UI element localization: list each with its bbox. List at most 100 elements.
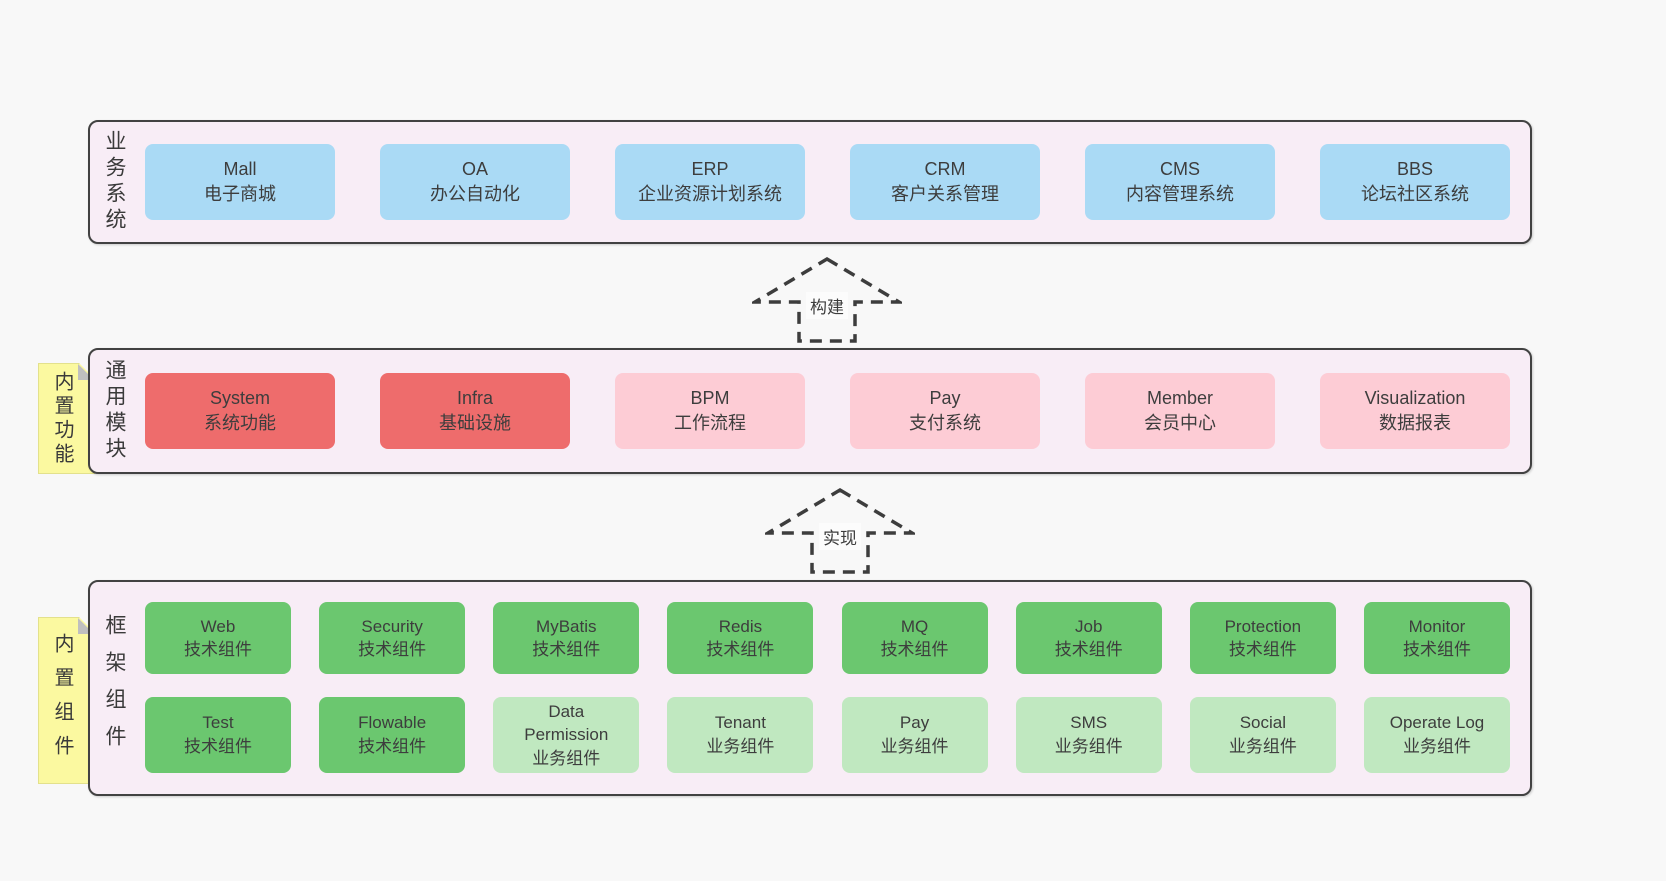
box-title: Security	[361, 616, 423, 636]
box-pay-component: Pay 业务组件	[841, 696, 988, 773]
box-title: Flowable	[358, 713, 427, 733]
box-title: Web	[200, 616, 236, 636]
box-cms: CMS 内容管理系统	[1085, 144, 1275, 220]
box-mybatis: MyBatis 技术组件	[493, 602, 640, 674]
box-subtitle: 技术组件	[706, 640, 775, 659]
box-title: Monitor	[1408, 616, 1466, 636]
box-subtitle: 技术组件	[358, 736, 427, 756]
box-title: SMS	[1070, 713, 1108, 733]
box-subtitle: 技术组件	[1054, 640, 1123, 659]
box-data-permission: Data Permission 业务组件	[493, 696, 640, 773]
box-subtitle: 技术组件	[1402, 640, 1471, 659]
box-title: Job	[1074, 616, 1103, 636]
layer-common-modules: 通用模块 System 系统功能 Infra 基础设施 BPM 工作流程 Pay…	[88, 348, 1532, 474]
layer-side-label: 业务系统	[103, 130, 126, 234]
framework-components-grid: Web 技术组件 Security 技术组件 MyBatis 技术组件 Redi…	[145, 582, 1510, 794]
box-subtitle: 业务组件	[532, 748, 601, 768]
common-modules-row: System 系统功能 Infra 基础设施 BPM 工作流程 Pay 支付系统…	[145, 350, 1510, 472]
box-subtitle: 技术组件	[184, 736, 252, 756]
box-title: Member	[1146, 388, 1213, 409]
box-subtitle: 办公自动化	[430, 184, 520, 204]
box-subtitle: 会员中心	[1144, 413, 1216, 433]
box-subtitle: 技术组件	[880, 640, 949, 659]
box-title: MyBatis	[536, 616, 597, 636]
layer-framework-components: 框架组件 Web 技术组件 Security 技术组件 MyBatis 技术组件…	[88, 580, 1532, 796]
box-subtitle: 业务组件	[1402, 736, 1471, 756]
box-title: Redis	[718, 616, 763, 636]
box-protection: Protection 技术组件	[1189, 602, 1336, 674]
note-text: 内置功能	[51, 370, 73, 467]
note-text: 内置组件	[51, 632, 73, 769]
box-title: OA	[461, 159, 488, 180]
box-oa: OA 办公自动化	[380, 144, 570, 220]
box-title: CMS	[1160, 159, 1200, 180]
business-systems-row: Mall 电子商城 OA 办公自动化 ERP 企业资源计划系统 CRM 客户关系…	[145, 122, 1510, 242]
box-web: Web 技术组件	[145, 602, 291, 674]
sticky-note-builtin-components: 内置组件	[38, 617, 95, 784]
arrow-label: 实现	[819, 523, 861, 550]
box-title: Visualization	[1364, 388, 1466, 409]
box-title: BBS	[1396, 159, 1434, 180]
box-flowable: Flowable 技术组件	[319, 696, 466, 773]
box-bpm: BPM 工作流程	[615, 373, 805, 449]
box-title: Mall	[223, 159, 257, 180]
components-row-1: Web 技术组件 Security 技术组件 MyBatis 技术组件 Redi…	[145, 602, 1510, 674]
box-title: Infra	[456, 388, 494, 409]
box-subtitle: 业务组件	[880, 736, 949, 756]
box-test: Test 技术组件	[145, 696, 291, 773]
arrow-build: 构建	[752, 256, 902, 344]
box-title: Pay	[929, 388, 961, 409]
box-mall: Mall 电子商城	[145, 144, 335, 220]
box-infra: Infra 基础设施	[380, 373, 570, 449]
box-crm: CRM 客户关系管理	[850, 144, 1040, 220]
layer-side-label: 框架组件	[103, 614, 126, 762]
box-subtitle: 论坛社区系统	[1361, 184, 1469, 204]
box-social: Social 业务组件	[1189, 696, 1336, 773]
box-redis: Redis 技术组件	[667, 602, 814, 674]
box-erp: ERP 企业资源计划系统	[615, 144, 805, 220]
box-title: CRM	[924, 159, 966, 180]
box-subtitle: 客户关系管理	[891, 184, 999, 204]
arrow-implement: 实现	[765, 487, 915, 575]
box-subtitle: 技术组件	[184, 640, 252, 659]
box-bbs: BBS 论坛社区系统	[1320, 144, 1510, 220]
box-title: Social	[1239, 713, 1286, 733]
box-title: BPM	[690, 388, 730, 409]
box-mq: MQ 技术组件	[841, 602, 988, 674]
box-subtitle: 企业资源计划系统	[638, 184, 782, 204]
box-subtitle: 内容管理系统	[1126, 184, 1234, 204]
layer-side-label: 通用模块	[103, 359, 126, 463]
components-row-2: Test 技术组件 Flowable 技术组件 Data Permission …	[145, 696, 1510, 773]
box-title: Tenant	[714, 713, 766, 733]
box-subtitle: 技术组件	[358, 640, 427, 659]
box-subtitle: 技术组件	[1228, 640, 1297, 659]
box-subtitle: 工作流程	[674, 413, 746, 433]
sticky-note-builtin-features: 内置功能	[38, 363, 95, 474]
box-title: Data Permission	[524, 701, 609, 745]
box-subtitle: 业务组件	[706, 736, 775, 756]
box-security: Security 技术组件	[319, 602, 466, 674]
box-subtitle: 支付系统	[909, 413, 981, 433]
box-pay-module: Pay 支付系统	[850, 373, 1040, 449]
box-subtitle: 业务组件	[1228, 736, 1297, 756]
box-title: Protection	[1224, 616, 1302, 636]
box-subtitle: 电子商城	[204, 184, 276, 204]
box-title: ERP	[691, 159, 729, 180]
box-title: Test	[202, 713, 234, 733]
arrow-label: 构建	[806, 292, 848, 319]
box-subtitle: 数据报表	[1379, 413, 1451, 433]
box-title: MQ	[900, 616, 929, 636]
box-title: Operate Log	[1389, 713, 1485, 733]
box-monitor: Monitor 技术组件	[1363, 602, 1510, 674]
box-subtitle: 系统功能	[204, 413, 276, 433]
box-sms: SMS 业务组件	[1015, 696, 1162, 773]
box-subtitle: 业务组件	[1054, 736, 1123, 756]
box-tenant: Tenant 业务组件	[667, 696, 814, 773]
box-system: System 系统功能	[145, 373, 335, 449]
box-title: Pay	[899, 713, 930, 733]
box-subtitle: 基础设施	[439, 413, 511, 433]
layer-business-systems: 业务系统 Mall 电子商城 OA 办公自动化 ERP 企业资源计划系统 CRM…	[88, 120, 1532, 244]
box-operate-log: Operate Log 业务组件	[1363, 696, 1510, 773]
box-visualization: Visualization 数据报表	[1320, 373, 1510, 449]
